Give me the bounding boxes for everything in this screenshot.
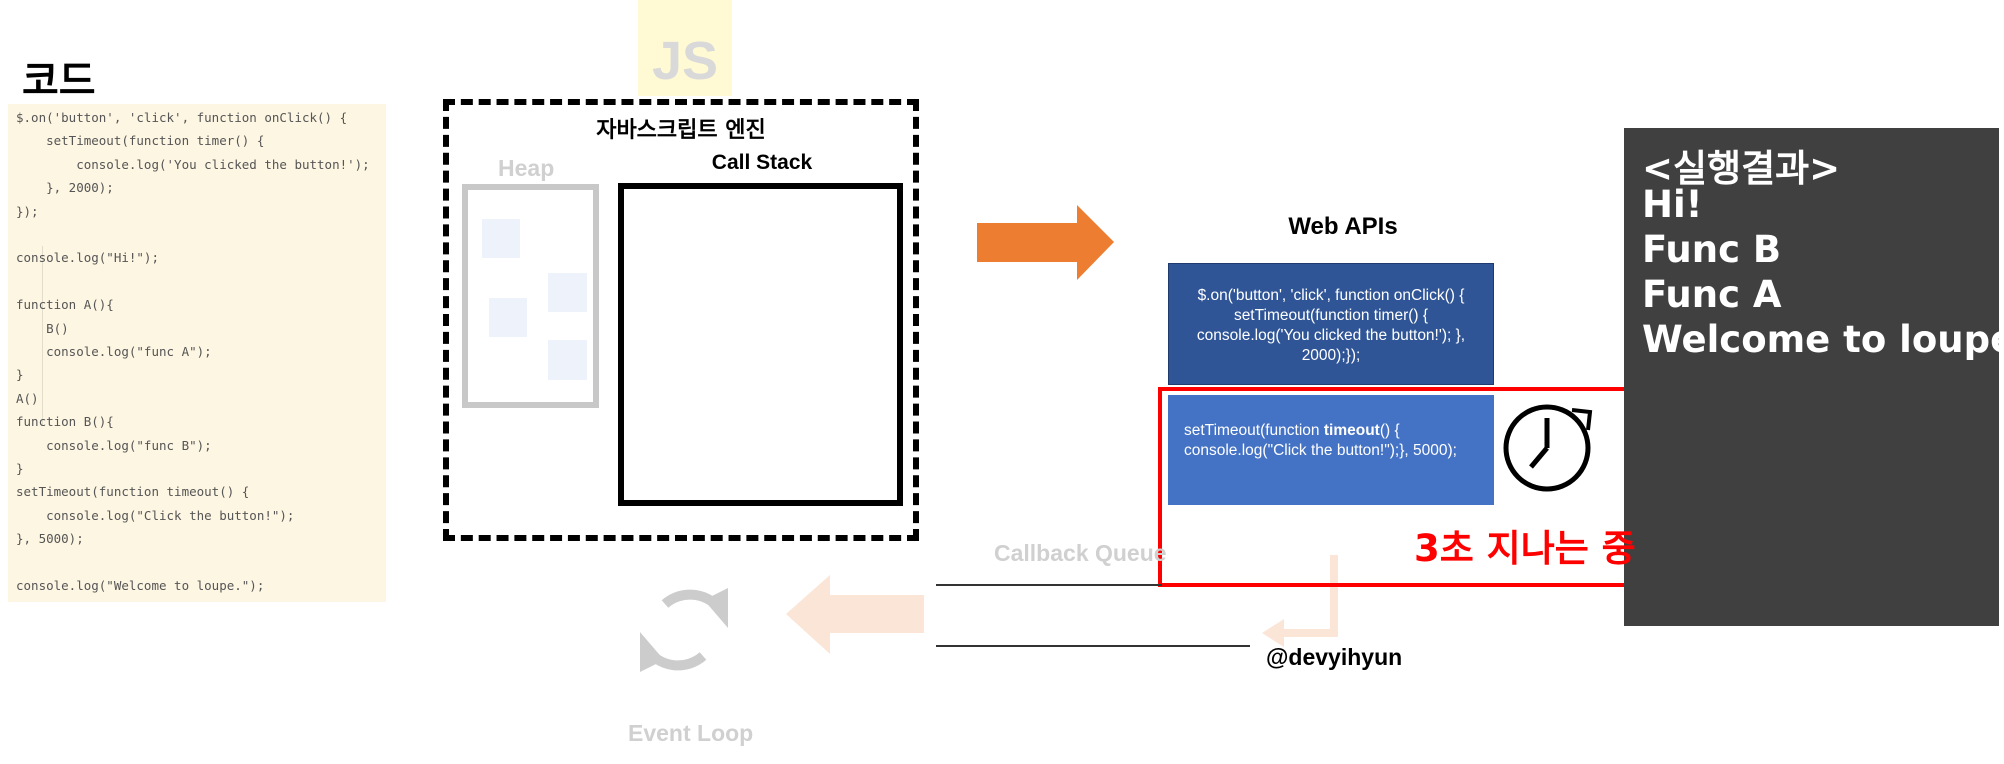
webapi-timeout-card: setTimeout(function timeout() { console.… — [1168, 395, 1494, 505]
code-line: console.log("func B"); — [16, 437, 212, 453]
code-line: console.log("func A"); — [16, 344, 212, 359]
output-title: <실행결과> — [1642, 147, 1841, 190]
code-title: 코드 — [22, 58, 96, 104]
queue-to-loop-arrow — [786, 575, 924, 654]
author-credit: @devyihyun — [1266, 644, 1403, 670]
callback-queue-top-line — [936, 584, 1162, 586]
timeout-code-prefix: setTimeout(function — [1184, 422, 1324, 439]
code-line: function A(){ — [16, 297, 114, 313]
output-line: Welcome to loupe. — [1642, 318, 2004, 361]
code-line: }, 5000); — [16, 531, 84, 547]
code-line: setTimeout(function timeout() { — [16, 484, 250, 500]
timer-status-text: 3초 지나는 중 — [1414, 527, 1636, 570]
code-line: function B(){ — [16, 414, 114, 430]
clock-icon — [1503, 404, 1593, 492]
code-line: B() — [16, 320, 69, 336]
callstack-label: Call Stack — [711, 151, 813, 174]
code-line: console.log("Click the button!"); — [16, 507, 295, 523]
heap-box — [462, 184, 599, 408]
timeout-code-suffix: () { console.log("Click the button!");},… — [1184, 422, 1457, 459]
callstack-box — [618, 183, 903, 506]
js-badge-label: JS — [651, 31, 719, 91]
output-line: Func B — [1642, 228, 1782, 271]
heap-object — [489, 298, 527, 337]
code-line: setTimeout(function timer() { — [16, 133, 265, 149]
heap-object — [548, 273, 587, 312]
engine-to-webapi-arrow — [977, 205, 1114, 280]
output-panel: <실행결과> Hi! Func B Func A Welcome to loup… — [1624, 128, 2004, 626]
output-line: Hi! — [1642, 183, 1703, 226]
webapi-to-queue-arrow — [1284, 555, 1338, 637]
event-loop-icon — [640, 588, 728, 672]
engine-title: 자바스크립트 엔진 — [596, 118, 766, 143]
heap-object — [548, 340, 587, 380]
output-line: Func A — [1642, 273, 1782, 316]
webapi-onclick-card: $.on('button', 'click', function onClick… — [1168, 263, 1494, 385]
code-line: } — [16, 367, 24, 383]
code-line: } — [16, 461, 24, 476]
webapi-to-queue-arrowhead — [1262, 619, 1284, 647]
code-line: console.log('You clicked the button!'); — [16, 156, 370, 172]
code-line: $.on('button', 'click', function onClick… — [16, 110, 348, 125]
callback-queue-label: Callback Queue — [994, 540, 1167, 566]
web-apis-label: Web APIs — [1288, 213, 1398, 240]
event-loop-label: Event Loop — [628, 720, 754, 746]
code-line: }, 2000); — [16, 180, 114, 196]
code-line: console.log("Welcome to loupe."); — [16, 578, 265, 593]
code-line: console.log("Hi!"); — [16, 250, 159, 266]
callback-queue-bottom-line — [936, 645, 1250, 647]
code-panel: $.on('button', 'click', function onClick… — [8, 104, 386, 602]
javascript-engine-box — [443, 99, 919, 541]
code-line: A() — [16, 390, 39, 406]
js-badge — [638, 0, 732, 96]
heap-label: Heap — [498, 155, 555, 181]
timeout-function-name: timeout — [1323, 422, 1380, 439]
code-line: }); — [16, 203, 39, 219]
heap-object — [482, 219, 520, 258]
